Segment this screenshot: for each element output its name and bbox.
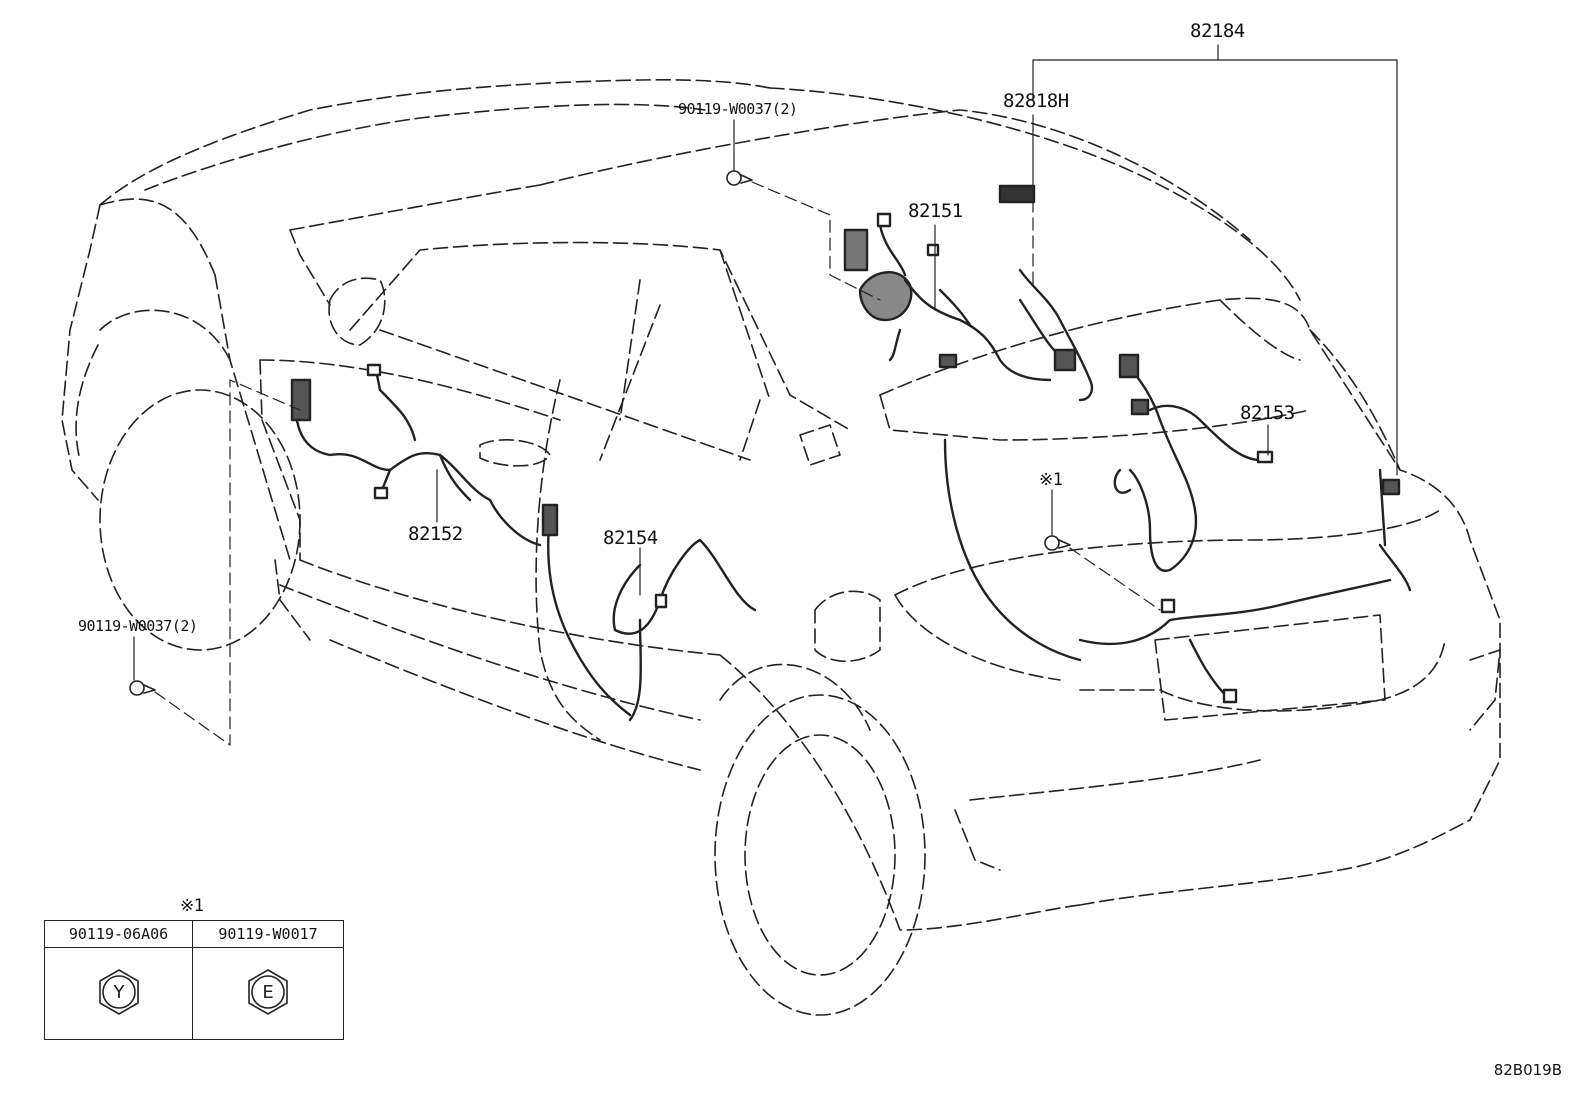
car-body-outline xyxy=(61,79,1501,1016)
label-82151: 82151 xyxy=(908,200,963,222)
bolt-left-icon xyxy=(129,680,156,696)
wire-harness-82154 xyxy=(541,503,757,722)
legend-note-mark: ※1 xyxy=(180,896,204,916)
harness-82154-connector xyxy=(541,503,559,537)
svg-text:Y: Y xyxy=(112,982,125,1003)
label-82152: 82152 xyxy=(408,523,463,545)
bolt-head-y-icon: Y xyxy=(94,967,144,1021)
label-82153: 82153 xyxy=(1240,402,1295,424)
wire-harness-82151 xyxy=(843,212,1052,382)
part-82818H xyxy=(998,184,1036,204)
bolt-top-icon xyxy=(726,170,753,186)
assembly-dash-lines xyxy=(154,181,1161,746)
label-bolt-left: 90119-W0037(2) xyxy=(78,617,198,635)
drawing-code: 82B019B xyxy=(1493,1061,1562,1079)
legend-partno-2: 90119-W0017 xyxy=(193,921,343,948)
bolt-legend-table: 90119-06A06 90119-W0017 Y E xyxy=(44,920,344,1040)
bolt-rear-icon xyxy=(1044,535,1071,551)
legend-partno-1: 90119-06A06 xyxy=(45,921,193,948)
bolt-head-e-icon: E xyxy=(243,967,293,1021)
wire-harness-82152 xyxy=(290,363,542,547)
module-82151 xyxy=(843,228,869,272)
leader-lines xyxy=(133,44,1398,681)
legend-cell-1: Y xyxy=(45,948,193,1039)
legend-cell-2: E xyxy=(193,948,343,1039)
svg-text:E: E xyxy=(262,982,273,1003)
label-bolt-top: 90119-W0037(2) xyxy=(678,100,798,118)
label-82184: 82184 xyxy=(1190,20,1245,42)
label-82154: 82154 xyxy=(603,527,658,549)
note-mark-rear-bolt: ※1 xyxy=(1039,470,1063,490)
label-82818H: 82818H xyxy=(1003,90,1069,112)
harness-82152-connector xyxy=(290,378,312,422)
wire-harness-82153 xyxy=(1130,398,1274,464)
wire-harness-82184 xyxy=(943,184,1412,704)
